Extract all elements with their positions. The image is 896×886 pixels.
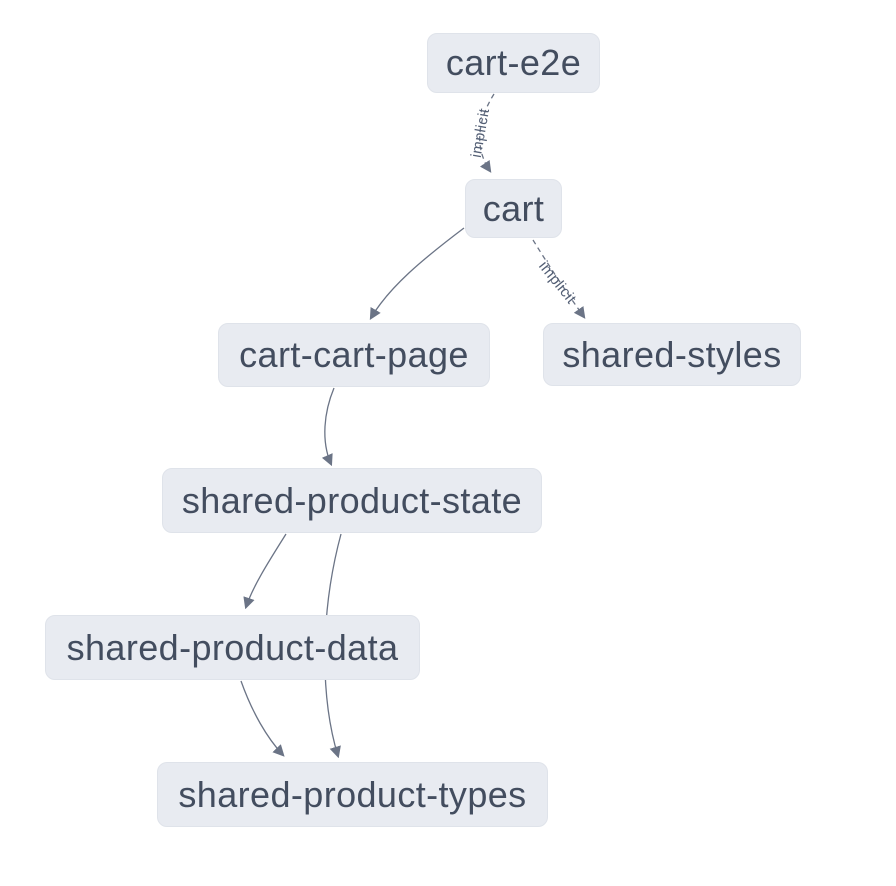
edge-cart-to-shared-styles xyxy=(532,239,586,319)
edge-cart-to-cart-cart-page xyxy=(369,227,465,321)
edge-cart-cart-page-to-shared-product-state xyxy=(321,387,335,467)
node-label-shared-product-types: shared-product-types xyxy=(178,773,527,815)
node-label-shared-styles: shared-styles xyxy=(562,333,782,375)
node-cart[interactable]: cart xyxy=(465,179,562,238)
node-label-cart: cart xyxy=(482,187,545,229)
node-label-shared-product-state: shared-product-state xyxy=(181,479,523,521)
node-cart-cart-page[interactable]: cart-cart-page xyxy=(218,323,490,387)
edge-label-implicit-cart-e2e: implicit xyxy=(468,107,493,159)
node-shared-product-data[interactable]: shared-product-data xyxy=(45,615,420,680)
node-shared-styles[interactable]: shared-styles xyxy=(543,323,801,386)
node-cart-e2e[interactable]: cart-e2e xyxy=(427,33,600,93)
edge-shared-product-data-to-shared-product-types xyxy=(240,680,285,757)
node-shared-product-types[interactable]: shared-product-types xyxy=(157,762,548,827)
node-label-shared-product-data: shared-product-data xyxy=(66,626,399,668)
node-label-cart-e2e: cart-e2e xyxy=(445,42,582,83)
edge-shared-product-state-to-shared-product-data xyxy=(243,533,287,610)
edge-label-implicit-shared-styles: implicit xyxy=(535,258,580,308)
edge-cart-e2e-to-cart xyxy=(479,93,495,173)
node-label-cart-cart-page: cart-cart-page xyxy=(239,334,469,375)
node-shared-product-state[interactable]: shared-product-state xyxy=(162,468,542,533)
